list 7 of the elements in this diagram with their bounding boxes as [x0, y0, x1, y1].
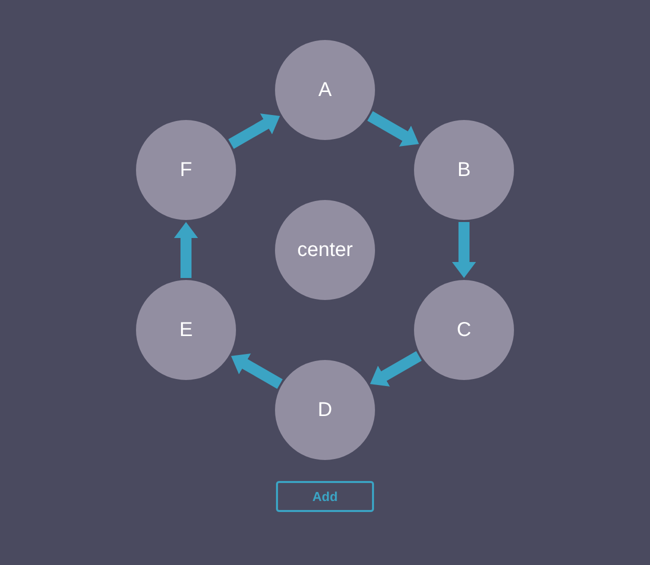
- block-arrow: [367, 351, 422, 389]
- add-button: Add: [276, 481, 374, 512]
- block-arrow: [367, 111, 422, 149]
- block-arrow: [228, 111, 283, 149]
- block-arrow: [174, 222, 198, 278]
- block-arrow: [228, 351, 283, 389]
- block-arrow: [452, 222, 476, 278]
